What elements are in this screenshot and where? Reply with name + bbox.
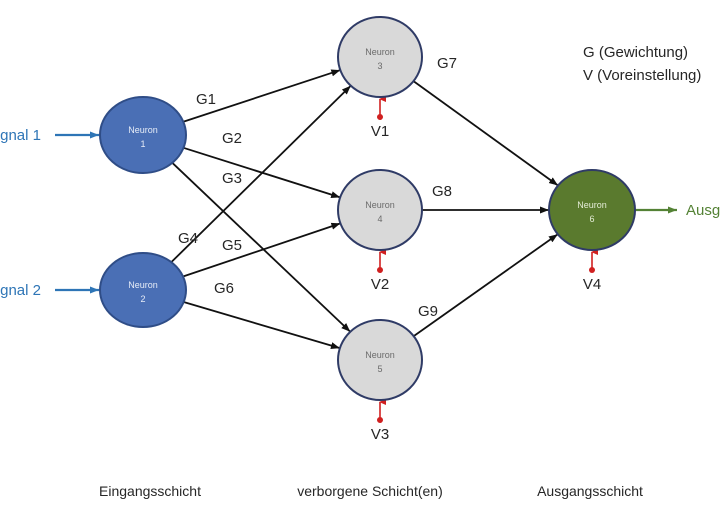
neuron-1: Neuron 1 <box>99 96 187 174</box>
edge-n3-n6 <box>412 80 559 187</box>
layer-labels: Eingangsschicht verborgene Schicht(en) A… <box>99 483 643 499</box>
bias-dot-v3 <box>377 417 383 423</box>
legend: G (Gewichtung) V (Voreinstellung) <box>583 44 701 84</box>
edge-n2-n5 <box>183 301 341 350</box>
bias-dot-v2 <box>377 267 383 273</box>
neuron-label-line1: Neuron <box>365 47 395 57</box>
neuron-label-line2: 6 <box>589 214 594 224</box>
bias-label-v1: V1 <box>371 123 389 140</box>
neuron-label-line1: Neuron <box>365 200 395 210</box>
bias-label-v2: V2 <box>371 276 389 293</box>
layer-label-output: Ausgangsschicht <box>537 483 643 499</box>
neuron-label-line2: 3 <box>377 61 382 71</box>
neuron-label-line2: 4 <box>377 214 382 224</box>
neuron-3: Neuron 3 <box>337 16 423 98</box>
edge-n5-n6 <box>413 233 559 337</box>
edge-n1-n3 <box>183 69 341 123</box>
edges-layer <box>170 69 559 350</box>
neuron-label-line1: Neuron <box>128 280 158 290</box>
weight-label-g9: G9 <box>418 303 438 320</box>
neuron-label-line1: Neuron <box>365 350 395 360</box>
bias-label-v4: V4 <box>583 276 601 293</box>
edge-n2-n3 <box>170 85 352 263</box>
neuron-4: Neuron 4 <box>337 169 423 251</box>
neuron-circle <box>337 16 423 98</box>
neurons-layer: Neuron1Neuron2Neuron3Neuron4Neuron5Neuro… <box>99 16 636 401</box>
neuron-circle <box>99 252 187 328</box>
neuron-label-line2: 5 <box>377 364 382 374</box>
signals-layer: Signal 1 Signal 2 Ausgabe <box>0 127 720 299</box>
layer-label-input: Eingangsschicht <box>99 483 201 499</box>
output-signal-label: Ausgabe <box>686 202 720 219</box>
bias-dot-v1 <box>377 114 383 120</box>
weight-label-g2: G2 <box>222 130 242 147</box>
weight-label-g7: G7 <box>437 55 457 72</box>
neuron-6: Neuron 6 <box>548 169 636 251</box>
neuron-circle <box>548 169 636 251</box>
layer-label-hidden: verborgene Schicht(en) <box>297 483 443 499</box>
weight-label-g8: G8 <box>432 183 452 200</box>
legend-bias: V (Voreinstellung) <box>583 67 701 84</box>
input-signal-label-1: Signal 1 <box>0 127 41 144</box>
weight-label-g1: G1 <box>196 91 216 108</box>
bias-dot-v4 <box>589 267 595 273</box>
neuron-label-line2: 2 <box>140 294 145 304</box>
neuron-label-line1: Neuron <box>128 125 158 135</box>
neuron-5: Neuron 5 <box>337 319 423 401</box>
neuron-2: Neuron 2 <box>99 252 187 328</box>
neuron-label-line2: 1 <box>140 139 145 149</box>
neuron-circle <box>99 96 187 174</box>
weight-label-g3: G3 <box>222 170 242 187</box>
input-signal-label-2: Signal 2 <box>0 282 41 299</box>
legend-weight: G (Gewichtung) <box>583 44 688 61</box>
neuron-circle <box>337 169 423 251</box>
edge-n1-n5 <box>171 162 351 333</box>
edge-n2-n4 <box>182 222 341 278</box>
bias-label-v3: V3 <box>371 426 389 443</box>
weight-label-g4: G4 <box>178 230 198 247</box>
neuron-circle <box>337 319 423 401</box>
weight-label-g6: G6 <box>214 280 234 297</box>
weight-label-g5: G5 <box>222 237 242 254</box>
neuron-label-line1: Neuron <box>577 200 607 210</box>
